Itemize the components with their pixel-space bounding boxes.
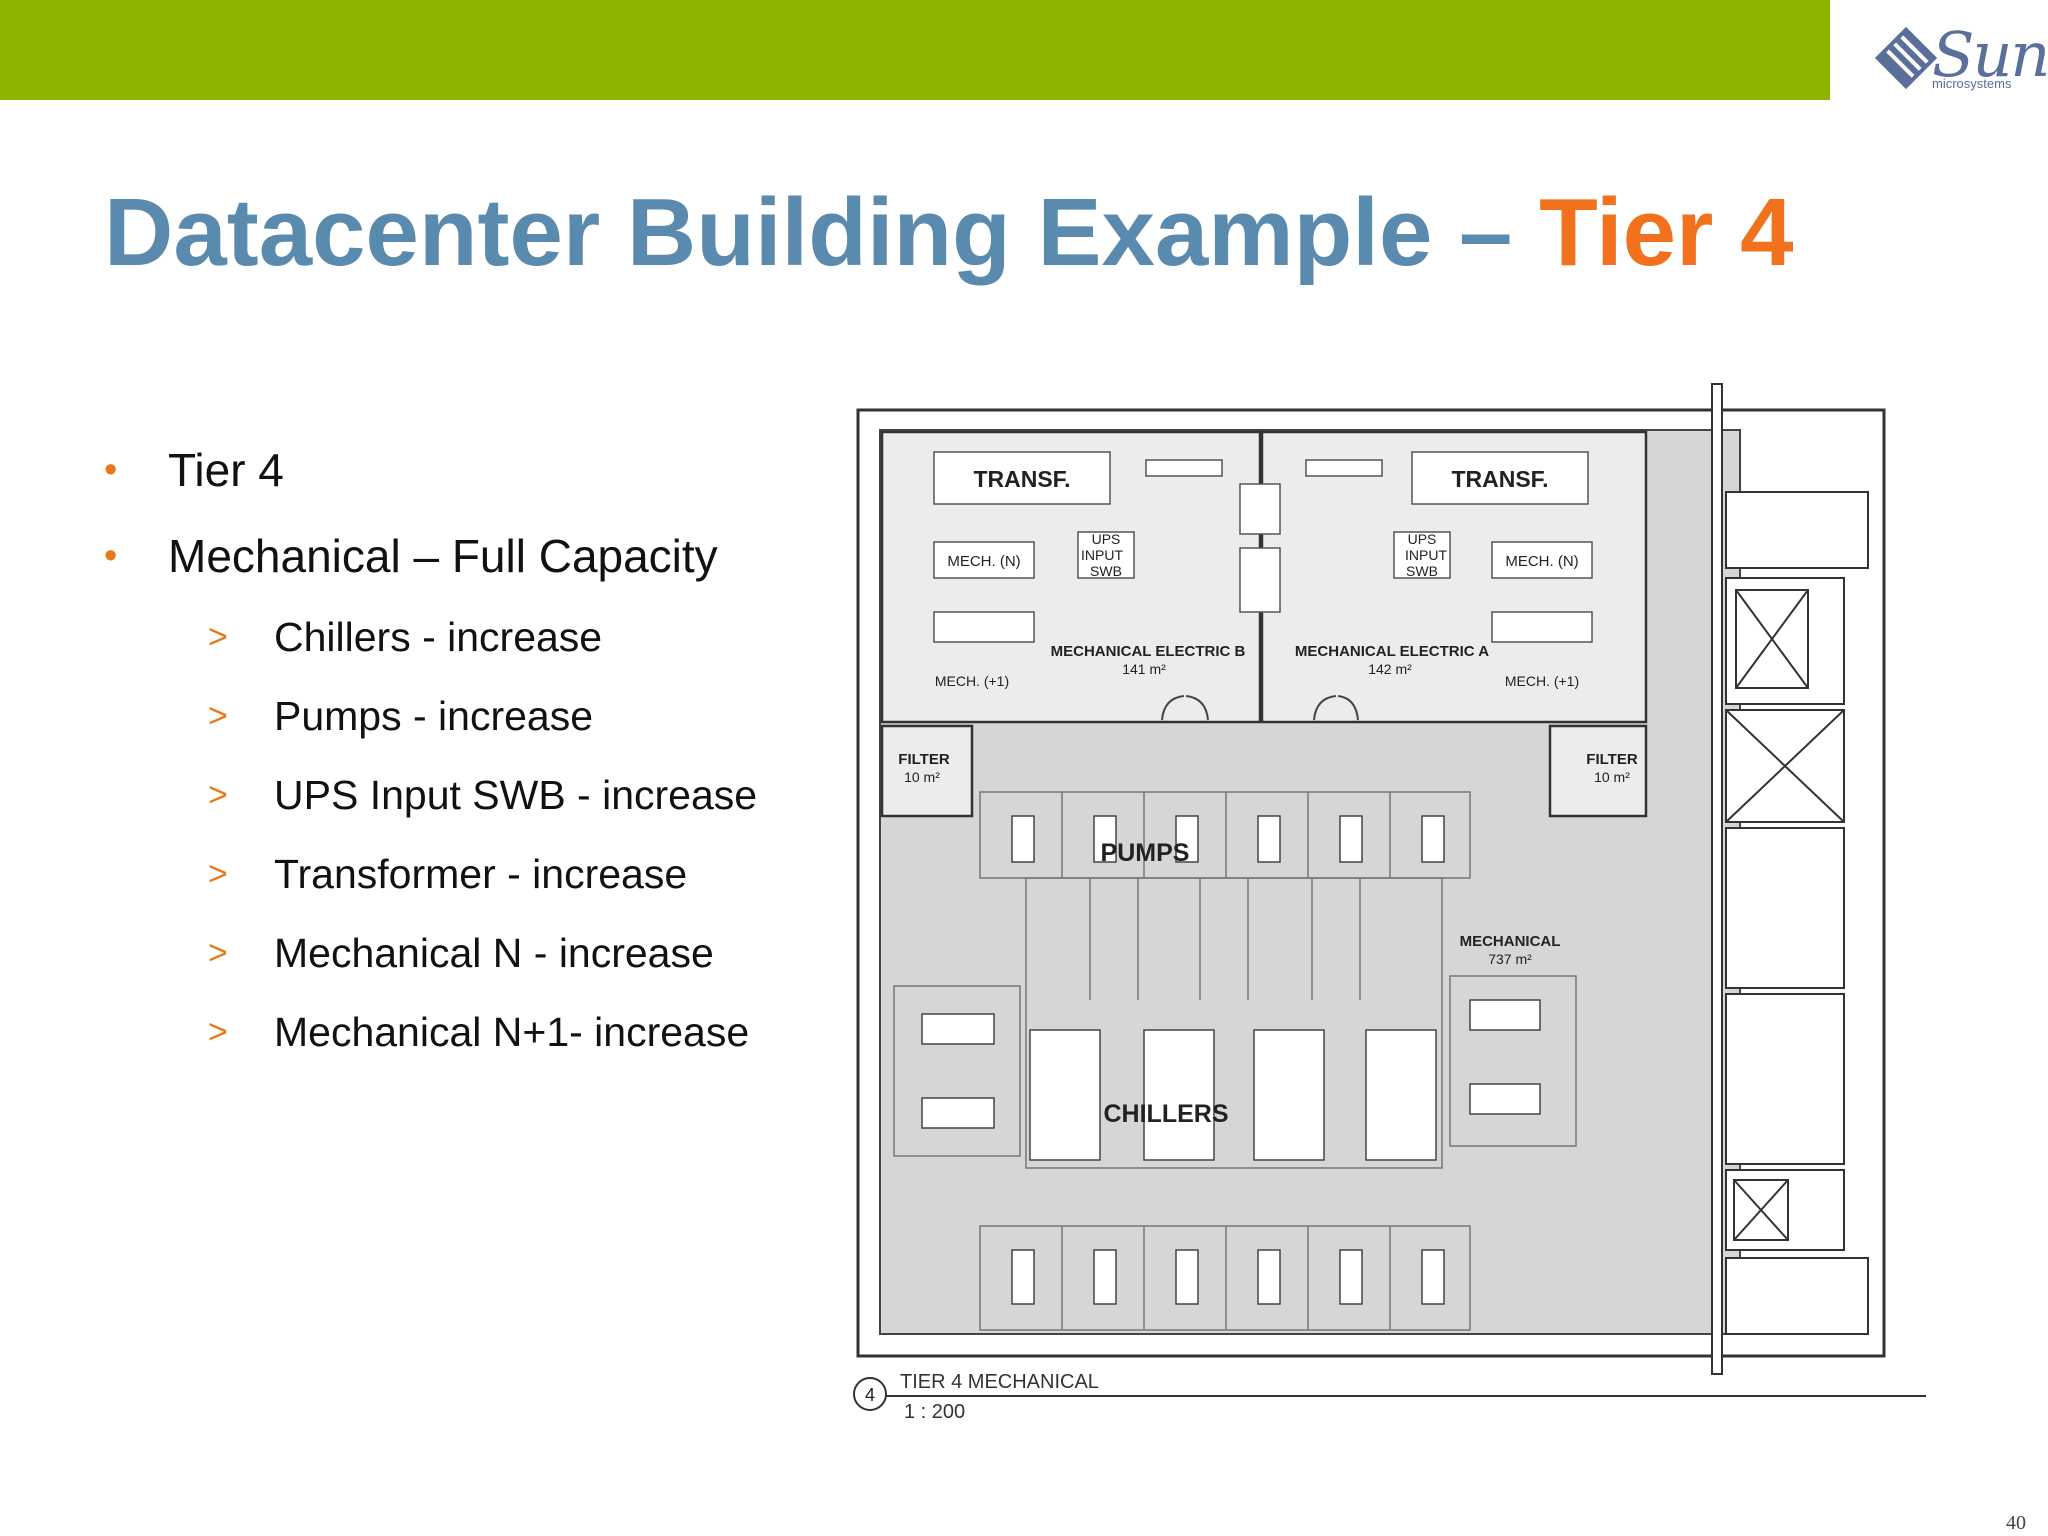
bullet-mark: • xyxy=(104,449,118,491)
callout-circle xyxy=(853,1377,887,1411)
subbullet-text: Mechanical N+1- increase xyxy=(274,1009,750,1055)
page-number: 40 xyxy=(2006,1512,2026,1534)
caption-scale: 1 : 200 xyxy=(904,1401,965,1423)
chillers-label: CHILLERS xyxy=(1104,1100,1229,1128)
east-wall xyxy=(1711,383,1723,1375)
subbullet-text: UPS Input SWB - increase xyxy=(274,772,758,818)
bullet-item: • Tier 4 xyxy=(104,440,804,526)
logo-brand: Sun xyxy=(1932,18,2048,91)
subbullet-item: > Pumps - increase xyxy=(104,691,804,770)
pumps-label: PUMPS xyxy=(1101,839,1190,867)
ups-left-label-1: UPS xyxy=(1092,531,1121,547)
mech-n1-right-label: MECH. (+1) xyxy=(1505,673,1579,689)
subbullet-mark: > xyxy=(208,1013,228,1051)
mech-electric-b-area: 141 m² xyxy=(1122,661,1166,677)
bullet-text: Mechanical – Full Capacity xyxy=(168,530,718,582)
subbullet-item: > Chillers - increase xyxy=(104,612,804,691)
ups-left-label-3: SWB xyxy=(1090,563,1122,579)
subbullet-mark: > xyxy=(208,697,228,735)
mech-electric-b-label: MECHANICAL ELECTRIC B xyxy=(1051,643,1246,660)
filter-left-area: 10 m² xyxy=(904,769,940,785)
ups-right-label-2: INPUT xyxy=(1405,547,1447,563)
title-main: Datacenter Building Example – xyxy=(104,179,1540,286)
transformer-right-label: TRANSF. xyxy=(1451,466,1548,492)
mech-n1-left-label: MECH. (+1) xyxy=(935,673,1009,689)
sun-logo-icon xyxy=(1860,14,1938,100)
header-bar xyxy=(0,0,1830,100)
subbullet-mark: > xyxy=(208,855,228,893)
filter-rooms xyxy=(880,724,1648,818)
caption-title: TIER 4 MECHANICAL xyxy=(900,1371,1099,1393)
pump-units-top xyxy=(1011,815,1445,863)
mechanical-label: MECHANICAL xyxy=(1460,933,1561,950)
electric-room-doors xyxy=(1161,695,1359,721)
callout-number: 4 xyxy=(865,1385,875,1405)
pump-units-bottom xyxy=(1011,1249,1445,1305)
chiller-grid xyxy=(893,877,1577,1169)
subbullet-item: > Mechanical N+1- increase xyxy=(104,1007,804,1086)
ups-right-label-1: UPS xyxy=(1408,531,1437,547)
bullet-mark: • xyxy=(104,535,118,577)
bullet-list: • Tier 4 • Mechanical – Full Capacity > Chi… xyxy=(104,440,804,1086)
mech-electric-a-area: 142 m² xyxy=(1368,661,1412,677)
slide-title: Datacenter Building Example – Tier 4 xyxy=(104,178,1793,288)
mech-n-right-label: MECH. (N) xyxy=(1505,553,1578,570)
filter-right-label: FILTER xyxy=(1586,751,1638,768)
subbullet-text: Pumps - increase xyxy=(274,693,594,739)
east-service-core xyxy=(1725,491,1869,1335)
filter-left-label: FILTER xyxy=(898,751,950,768)
ups-right-label-3: SWB xyxy=(1406,563,1438,579)
floor-plan: TRANSF. TRANSF. MECH. (N) MECH. (N) UPS … xyxy=(853,383,1926,1423)
mechanical-area: 737 m² xyxy=(1488,951,1532,967)
electric-room-equipment xyxy=(933,451,1593,643)
subbullet-item: > UPS Input SWB - increase xyxy=(104,770,804,849)
transformer-left-label: TRANSF. xyxy=(973,466,1070,492)
ups-left-label-2: INPUT xyxy=(1081,547,1123,563)
mech-n-left-label: MECH. (N) xyxy=(947,553,1020,570)
subbullet-text: Mechanical N - increase xyxy=(274,930,714,976)
chiller-units xyxy=(921,999,1541,1161)
subbullet-item: > Mechanical N - increase xyxy=(104,928,804,1007)
title-accent: Tier 4 xyxy=(1539,179,1794,286)
logo-subtitle: microsystems xyxy=(1932,76,2012,91)
subbullet-text: Chillers - increase xyxy=(274,614,603,660)
filter-right-area: 10 m² xyxy=(1594,769,1630,785)
subbullet-mark: > xyxy=(208,776,228,814)
subbullet-item: > Transformer - increase xyxy=(104,849,804,928)
subbullet-text: Transformer - increase xyxy=(274,851,688,897)
mech-electric-a-label: MECHANICAL ELECTRIC A xyxy=(1295,643,1489,660)
pump-grid-bottom xyxy=(979,1225,1471,1331)
subbullet-mark: > xyxy=(208,618,228,656)
subbullet-mark: > xyxy=(208,934,228,972)
bullet-item: • Mechanical – Full Capacity xyxy=(104,526,804,612)
bullet-text: Tier 4 xyxy=(168,444,284,496)
